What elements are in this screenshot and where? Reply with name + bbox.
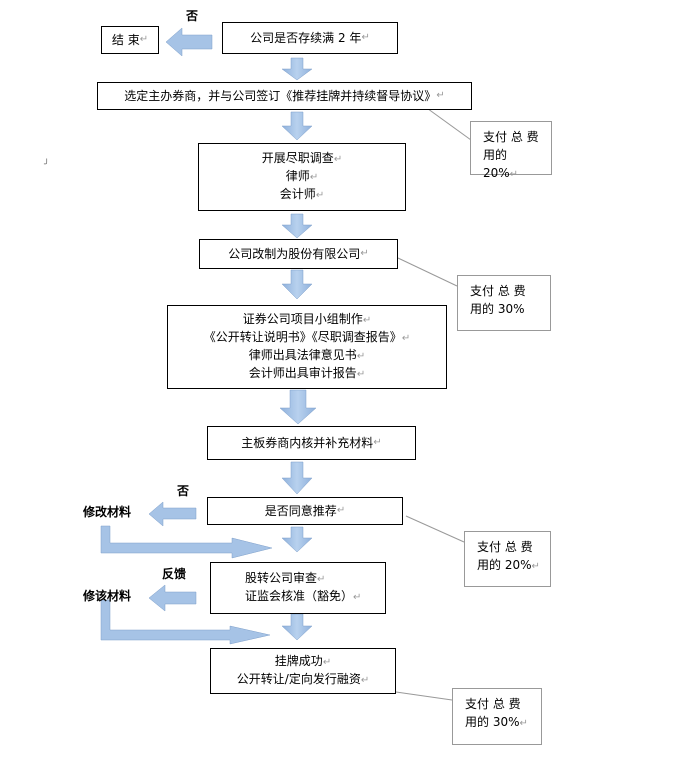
down-arrow-8 [281, 613, 313, 641]
down-arrow-2 [281, 111, 313, 141]
fee-note-4-line-2: 用的 30% [465, 715, 520, 729]
agree-question-box: 是否同意推荐↵ [207, 497, 403, 525]
fee-note-3-line-1: 支付 总 费 [477, 540, 533, 554]
sign-agreement-text: 选定主办券商，并与公司签订《推荐挂牌并持续督导协议》 [124, 89, 437, 103]
materials-line-3: 律师出具法律意见书 [248, 348, 357, 362]
restructure-box: 公司改制为股份有限公司↵ [199, 239, 398, 269]
fee-note-4-line-1: 支付 总 费 [465, 697, 521, 711]
down-arrow-5 [279, 389, 317, 425]
agree-question-text: 是否同意推荐 [264, 504, 337, 518]
restructure-text: 公司改制为股份有限公司 [228, 247, 361, 261]
due-diligence-lawyer: 律师 [285, 169, 310, 183]
materials-box: 证券公司项目小组制作↵ 《公开转让说明书》《尽职调查报告》↵ 律师出具法律意见书… [167, 305, 447, 389]
success-line-2: 公开转让/定向发行融资 [236, 672, 361, 686]
down-arrow-3 [281, 213, 313, 239]
return-arrow-2 [100, 599, 271, 645]
due-diligence-box: 开展尽职调查↵ 律师↵ 会计师↵ [198, 143, 406, 211]
success-line-1: 挂牌成功 [274, 654, 323, 668]
internal-review-text: 主板券商内核并补充材料 [241, 436, 374, 450]
due-diligence-accountant: 会计师 [279, 187, 316, 201]
left-arrow-to-revise-1 [148, 501, 197, 527]
fee-note-2-line-1: 支付 总 费 [470, 284, 526, 298]
fee-note-4: 支付 总 费 用的 30%↵ [452, 688, 542, 745]
down-arrow-7 [281, 526, 313, 553]
end-box: 结 束↵ [101, 26, 159, 54]
fee-note-3-line-2: 用的 20% [477, 558, 532, 572]
left-arrow-to-end [165, 27, 213, 57]
note-connector-4 [395, 691, 453, 701]
start-question-text: 公司是否存续满 2 年 [250, 31, 362, 45]
fee-note-1-line-2: 用的 20% [483, 148, 510, 180]
no-label-mid: 否 [177, 484, 190, 498]
due-diligence-title: 开展尽职调查 [261, 151, 334, 165]
note-connector-3 [405, 515, 465, 543]
fee-note-1-line-1: 支付 总 费 [483, 130, 539, 144]
return-arrow-1 [100, 525, 273, 559]
end-text: 结 束 [111, 33, 140, 47]
down-arrow-1 [281, 57, 313, 81]
review-line-1: 股转公司审查 [245, 571, 318, 585]
feedback-label: 反馈 [162, 567, 187, 581]
internal-review-box: 主板券商内核并补充材料↵ [207, 426, 416, 460]
revise-materials-2: 修该材料 [83, 589, 132, 603]
revise-materials-1: 修改材料 [83, 505, 132, 519]
materials-line-2: 《公开转让说明书》《尽职调查报告》 [203, 330, 402, 344]
fee-note-2-line-2: 用的 30% [470, 302, 525, 316]
review-box: 股转公司审查↵ 证监会核准（豁免）↵ [210, 562, 386, 614]
note-connector-1 [423, 105, 472, 141]
stray-mark: ╯ [44, 160, 50, 170]
left-arrow-to-revise-2 [148, 584, 197, 612]
no-label-top: 否 [186, 9, 199, 23]
fee-note-2: 支付 总 费 用的 30% [457, 275, 551, 331]
down-arrow-4 [281, 269, 313, 300]
materials-line-1: 证券公司项目小组制作 [242, 312, 363, 326]
start-question-box: 公司是否存续满 2 年↵ [222, 22, 398, 54]
review-line-2: 证监会核准（豁免） [245, 589, 354, 603]
fee-note-3: 支付 总 费 用的 20%↵ [464, 531, 551, 587]
down-arrow-6 [281, 461, 313, 495]
note-connector-2 [397, 257, 458, 287]
sign-agreement-box: 选定主办券商，并与公司签订《推荐挂牌并持续督导协议》↵ [97, 82, 472, 110]
fee-note-1: 支付 总 费 用的 20%↵ [470, 121, 552, 180]
success-box: 挂牌成功↵ 公开转让/定向发行融资↵ [210, 648, 396, 694]
materials-line-4: 会计师出具审计报告 [248, 366, 357, 380]
